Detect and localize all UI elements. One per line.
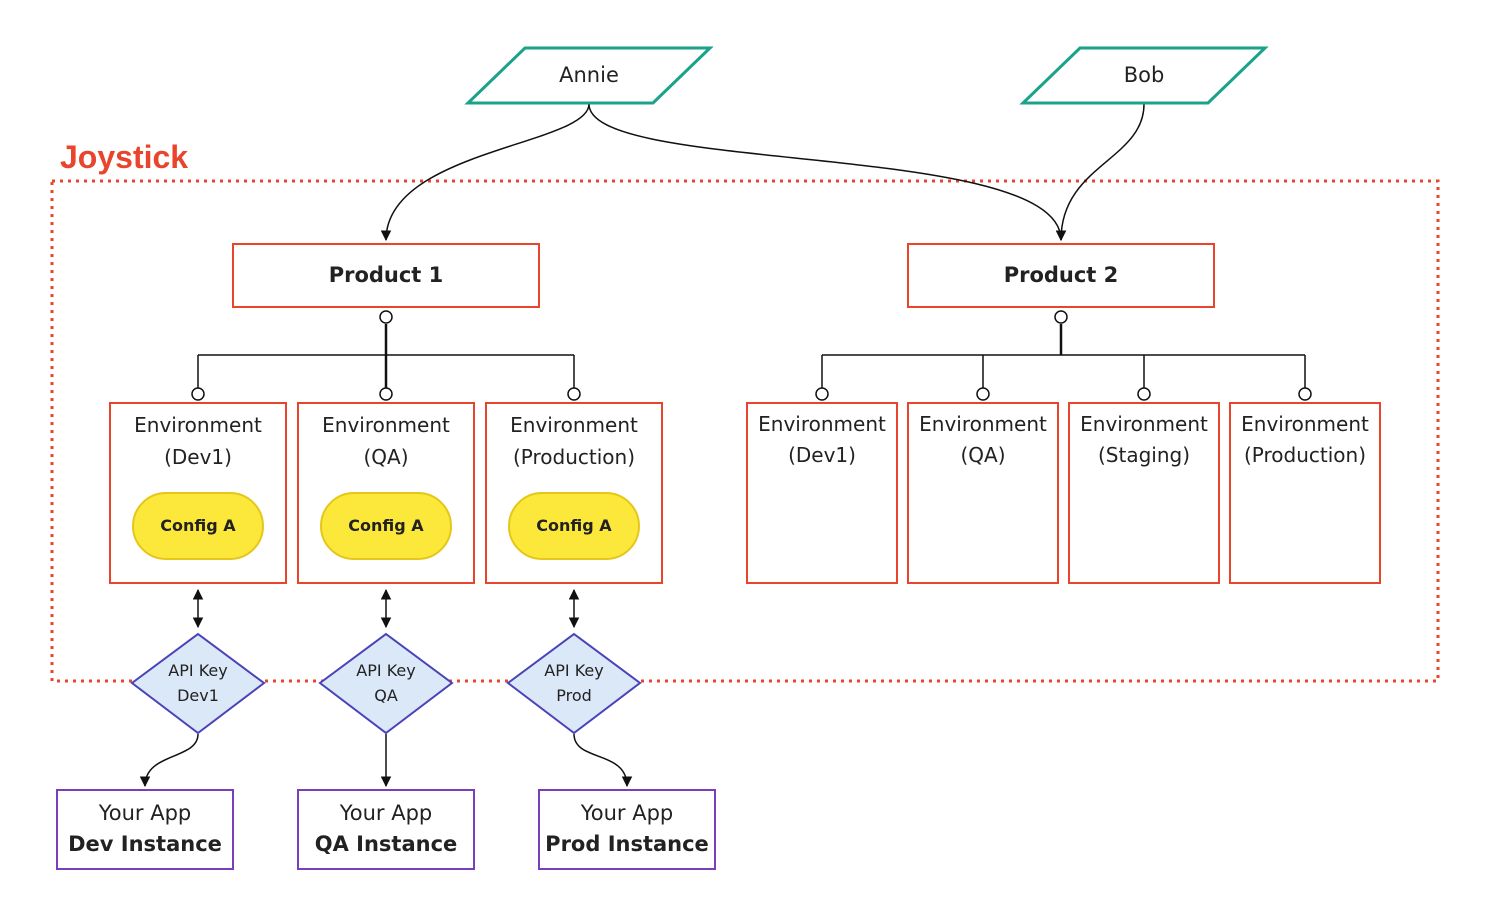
environment-subtitle: (Staging) bbox=[1098, 443, 1190, 467]
environment-subtitle: (Dev1) bbox=[788, 443, 856, 467]
config-pill bbox=[132, 492, 264, 560]
connector-api-prod-to-app-prod bbox=[573, 733, 633, 788]
environment-p2-dev1: Environment (Dev1) bbox=[746, 402, 898, 584]
connector-api-dev1-to-app-dev bbox=[139, 733, 199, 788]
environment-p1-qa: Environment (QA) Config A bbox=[297, 402, 475, 584]
user-annie: Annie bbox=[464, 46, 714, 105]
api-key-label: API Key bbox=[356, 661, 415, 680]
app-label: Your App bbox=[339, 801, 433, 825]
api-key-dev1: API Key Dev1 bbox=[130, 632, 266, 735]
environment-p2-staging: Environment (Staging) bbox=[1068, 402, 1220, 584]
app-label: Your App bbox=[580, 801, 674, 825]
product-2-label: Product 2 bbox=[1004, 263, 1119, 287]
environment-p2-production: Environment (Production) bbox=[1229, 402, 1381, 584]
connector-annie-to-product-1 bbox=[380, 103, 590, 242]
app-instance: QA Instance bbox=[315, 832, 458, 856]
environment-subtitle: (QA) bbox=[960, 443, 1005, 467]
environment-title: Environment bbox=[1080, 412, 1208, 436]
environment-p1-production: Environment (Production) Config A bbox=[485, 402, 663, 584]
api-key-env: QA bbox=[374, 686, 398, 705]
config-pill bbox=[508, 492, 640, 560]
config-label: Config A bbox=[160, 516, 236, 535]
api-key-env: Dev1 bbox=[177, 686, 219, 705]
environment-title: Environment bbox=[510, 413, 638, 437]
environment-title: Environment bbox=[322, 413, 450, 437]
config-label: Config A bbox=[348, 516, 424, 535]
environment-p2-qa: Environment (QA) bbox=[907, 402, 1059, 584]
joystick-boundary bbox=[50, 179, 1440, 683]
app-prod-instance: Your App Prod Instance bbox=[538, 789, 716, 870]
config-label: Config A bbox=[536, 516, 612, 535]
env-api-key-links bbox=[192, 588, 580, 629]
product-1-box: Product 1 bbox=[232, 243, 540, 308]
environment-title: Environment bbox=[1241, 412, 1369, 436]
user-bob: Bob bbox=[1019, 46, 1269, 105]
product-2-box: Product 2 bbox=[907, 243, 1215, 308]
app-qa-instance: Your App QA Instance bbox=[297, 789, 475, 870]
environment-title: Environment bbox=[134, 413, 262, 437]
app-dev-instance: Your App Dev Instance bbox=[56, 789, 234, 870]
user-annie-label: Annie bbox=[559, 63, 619, 87]
environment-subtitle: (QA) bbox=[363, 445, 408, 469]
user-bob-label: Bob bbox=[1124, 63, 1165, 87]
app-instance: Dev Instance bbox=[68, 832, 222, 856]
environment-title: Environment bbox=[758, 412, 886, 436]
api-key-qa: API Key QA bbox=[318, 632, 454, 735]
config-pill bbox=[320, 492, 452, 560]
product-1-label: Product 1 bbox=[329, 263, 444, 287]
environment-subtitle: (Dev1) bbox=[164, 445, 232, 469]
connector-bob-to-product-2 bbox=[1055, 103, 1145, 242]
product-1-tree bbox=[191, 310, 581, 401]
api-key-label: API Key bbox=[168, 661, 227, 680]
api-key-label: API Key bbox=[544, 661, 603, 680]
connector-annie-to-product-2 bbox=[588, 103, 1067, 242]
app-label: Your App bbox=[98, 801, 192, 825]
api-key-prod: API Key Prod bbox=[506, 632, 642, 735]
app-instance: Prod Instance bbox=[545, 832, 709, 856]
api-key-env: Prod bbox=[556, 686, 592, 705]
product-2-tree bbox=[815, 310, 1312, 401]
environment-p1-dev1: Environment (Dev1) Config A bbox=[109, 402, 287, 584]
environment-title: Environment bbox=[919, 412, 1047, 436]
environment-subtitle: (Production) bbox=[1244, 443, 1366, 467]
boundary-title: Joystick bbox=[60, 139, 188, 175]
environment-subtitle: (Production) bbox=[513, 445, 635, 469]
